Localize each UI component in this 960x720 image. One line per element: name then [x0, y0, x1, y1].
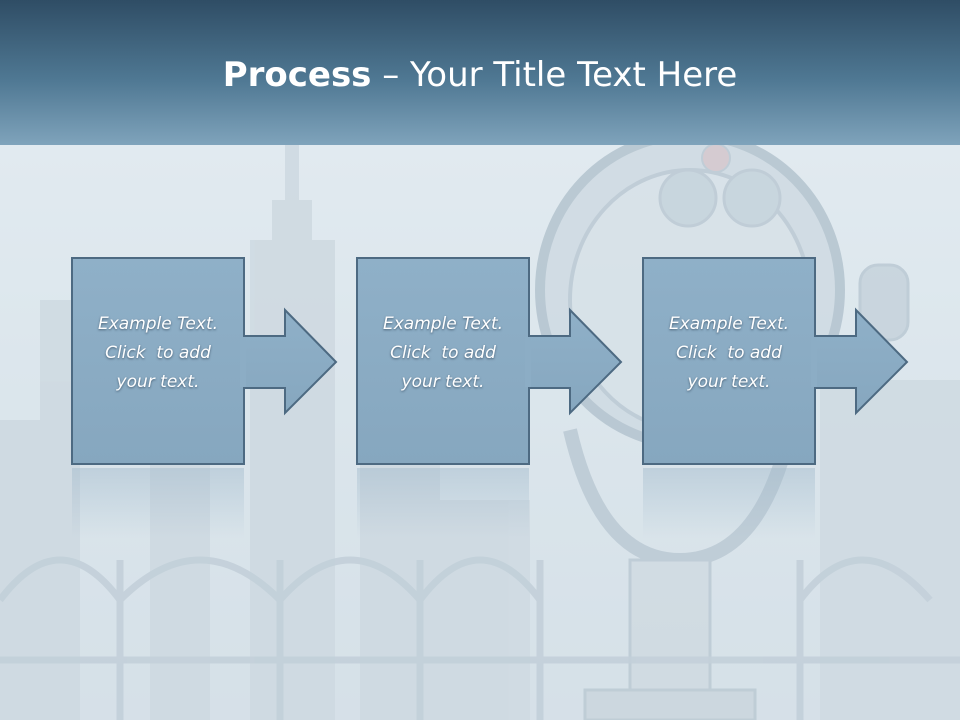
title-bold: Process — [222, 55, 372, 95]
step-2-line-1: Example Text. — [382, 314, 504, 334]
step-1-line-3: your text. — [116, 372, 200, 392]
step-2-line-3: your text. — [401, 372, 485, 392]
step-arrow-3 — [812, 307, 909, 416]
step-3-line-2: Click to add — [676, 343, 782, 363]
step-box-3 — [642, 257, 816, 465]
step-arrow-2 — [526, 307, 623, 416]
step-box-1 — [71, 257, 245, 465]
process-step-1[interactable] — [71, 257, 338, 538]
title-rest: – Your Title Text Here — [371, 55, 738, 95]
step-box-2 — [356, 257, 530, 465]
step-text-2[interactable]: Example Text. Click to add your text. — [357, 310, 529, 397]
title-bar — [0, 0, 960, 145]
process-step-3[interactable] — [642, 257, 909, 538]
step-text-1[interactable]: Example Text. Click to add your text. — [72, 310, 244, 397]
step-1-line-2: Click to add — [105, 343, 211, 363]
process-step-2[interactable] — [356, 257, 623, 538]
step-3-line-3: your text. — [687, 372, 771, 392]
railing-silhouette — [0, 556, 960, 720]
step-2-line-2: Click to add — [390, 343, 496, 363]
step-3-line-1: Example Text. — [668, 314, 790, 334]
step-arrow-1 — [241, 307, 338, 416]
step-text-3[interactable]: Example Text. Click to add your text. — [643, 310, 815, 397]
slide-title[interactable]: Process – Your Title Text Here — [0, 52, 960, 98]
step-1-line-1: Example Text. — [97, 314, 219, 334]
